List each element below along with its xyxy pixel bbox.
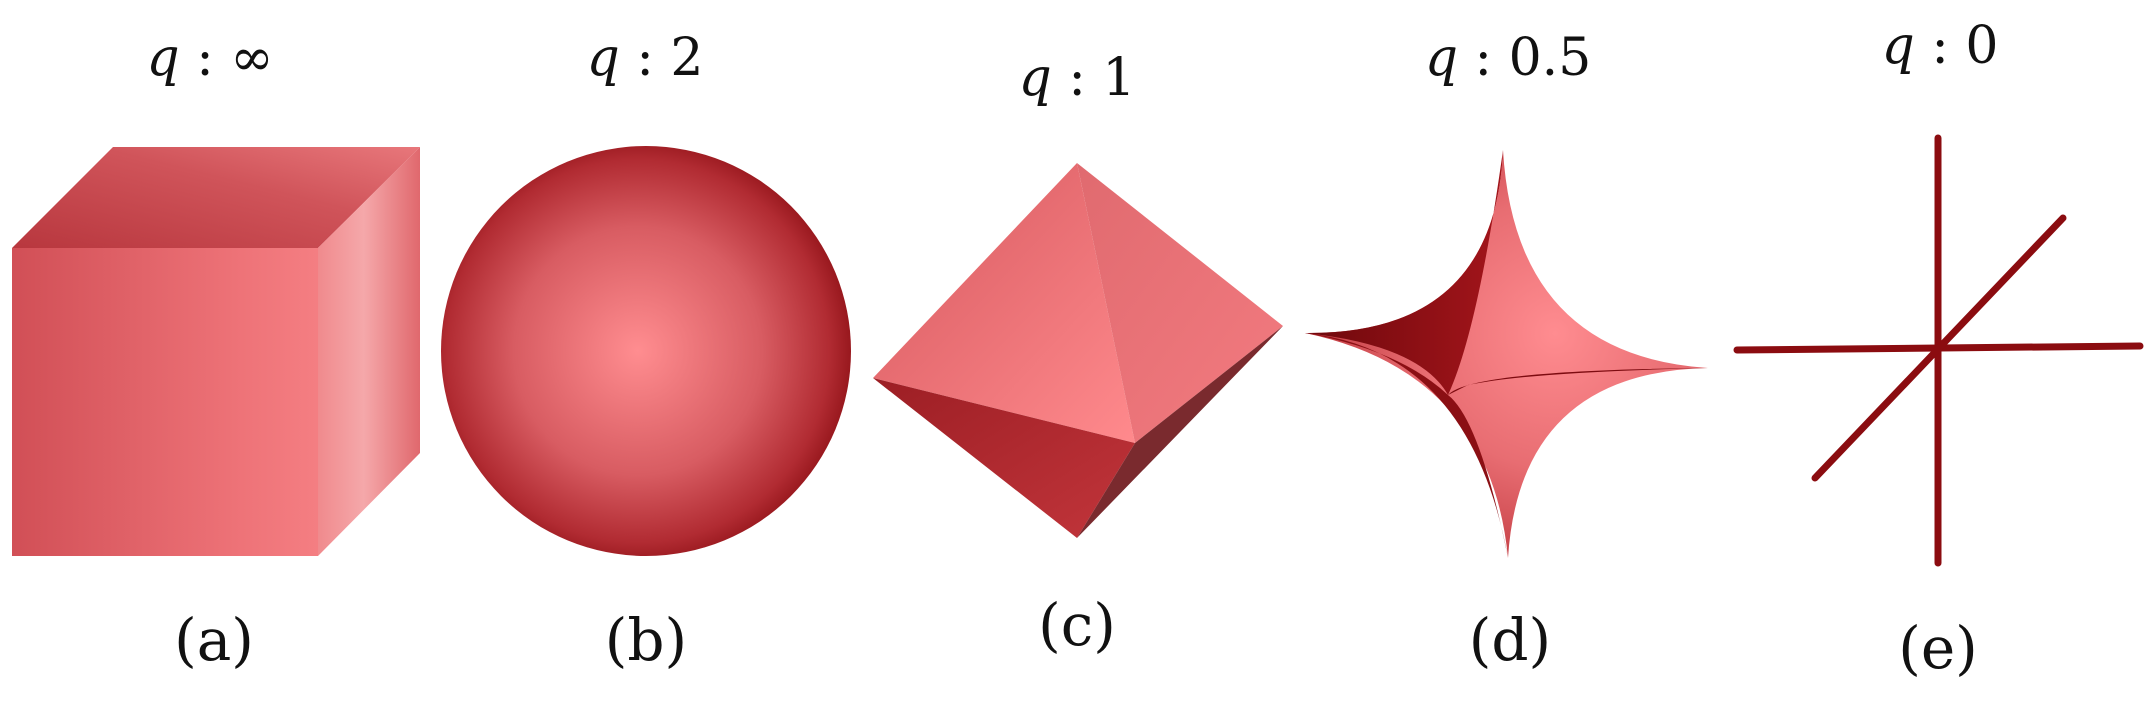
panel-d-title: q : 0.5 — [1425, 28, 1592, 88]
axes-cross-shape — [1733, 134, 2144, 567]
astroid-main-surface — [1305, 150, 1708, 558]
panel-e-caption: (e) — [1898, 614, 1978, 682]
panel-e-title-separator: : — [1915, 16, 1966, 76]
astroid-shape — [1305, 150, 1708, 558]
panel-b-title-value: 2 — [670, 28, 703, 88]
panel-c-caption: (c) — [1038, 591, 1116, 659]
panel-e: q : 0 (e) — [1733, 16, 2144, 682]
axis-diagonal — [1811, 214, 2067, 482]
panel-b-title-variable: q — [587, 28, 620, 88]
panel-a-title: q : ∞ — [146, 28, 273, 88]
panel-d-title-variable: q — [1425, 28, 1458, 88]
panel-a-caption: (a) — [174, 606, 254, 674]
panel-c-title: q : 1 — [1019, 48, 1136, 108]
cube-shape — [12, 147, 420, 556]
panel-b-title: q : 2 — [587, 28, 704, 88]
panel-b: q : 2 (b) — [441, 28, 851, 674]
cube-side-face — [318, 147, 420, 556]
panel-a-title-variable: q — [146, 28, 179, 88]
panel-e-title-value: 0 — [1965, 16, 1998, 76]
panel-c-title-variable: q — [1019, 48, 1052, 108]
panel-a: q : ∞ (a) — [12, 28, 420, 674]
panel-d: q : 0.5 (d) — [1305, 28, 1708, 674]
panel-c: q : 1 (c) — [873, 48, 1283, 659]
octahedron-shape — [873, 163, 1283, 538]
octahedron-face-lower-left — [873, 378, 1135, 538]
cube-top-face — [12, 147, 420, 248]
panel-c-title-value: 1 — [1102, 48, 1135, 108]
panel-e-title: q : 0 — [1882, 16, 1999, 76]
panel-a-title-separator: : — [180, 28, 231, 88]
octahedron-face-lower-right — [1077, 326, 1283, 538]
octahedron-face-upper-right — [1077, 163, 1283, 443]
panel-d-caption: (d) — [1469, 606, 1551, 674]
astroid-left-dark-surface — [1305, 150, 1503, 395]
panel-c-title-separator: : — [1052, 48, 1103, 108]
panel-e-title-variable: q — [1882, 16, 1915, 76]
sphere-shape — [441, 146, 851, 556]
panel-d-title-value: 0.5 — [1509, 28, 1592, 88]
panel-a-title-value: ∞ — [230, 28, 273, 88]
octahedron-face-upper-left — [873, 163, 1135, 443]
panel-d-title-separator: : — [1458, 28, 1509, 88]
panel-b-caption: (b) — [605, 606, 687, 674]
cube-front-face — [12, 248, 318, 556]
panel-b-title-separator: : — [620, 28, 671, 88]
